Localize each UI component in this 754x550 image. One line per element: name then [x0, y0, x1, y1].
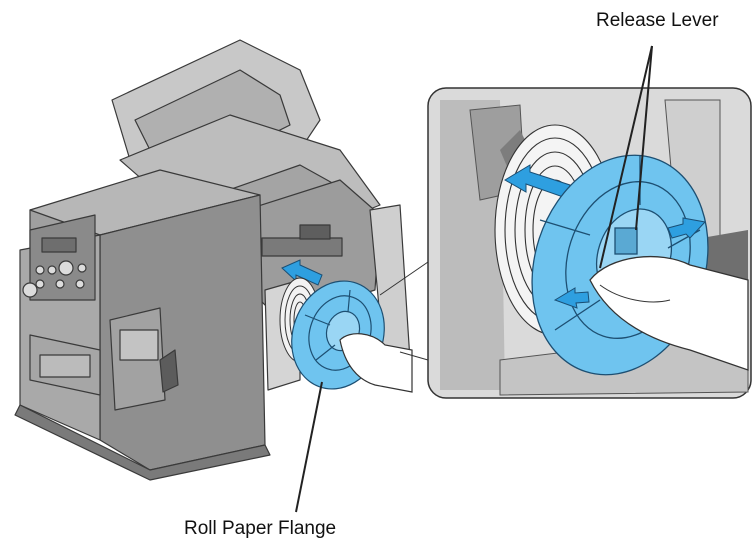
printer	[14, 39, 411, 481]
roll-paper-flange-label: Roll Paper Flange	[184, 518, 337, 539]
zoom-inset	[427, 87, 752, 399]
release-lever-label: Release Lever	[596, 10, 719, 31]
zoom-connector-top	[379, 261, 429, 296]
hand-inset	[589, 255, 749, 371]
release-lever-leader-2	[635, 45, 653, 231]
flange-leader	[295, 381, 323, 513]
release-lever-leader-1	[599, 45, 653, 269]
hand-small	[339, 333, 413, 393]
control-panel	[29, 214, 96, 301]
squeeze-arrow-left	[553, 287, 590, 309]
squeeze-arrow-right	[667, 217, 706, 239]
zoom-connector-bottom	[399, 351, 429, 361]
